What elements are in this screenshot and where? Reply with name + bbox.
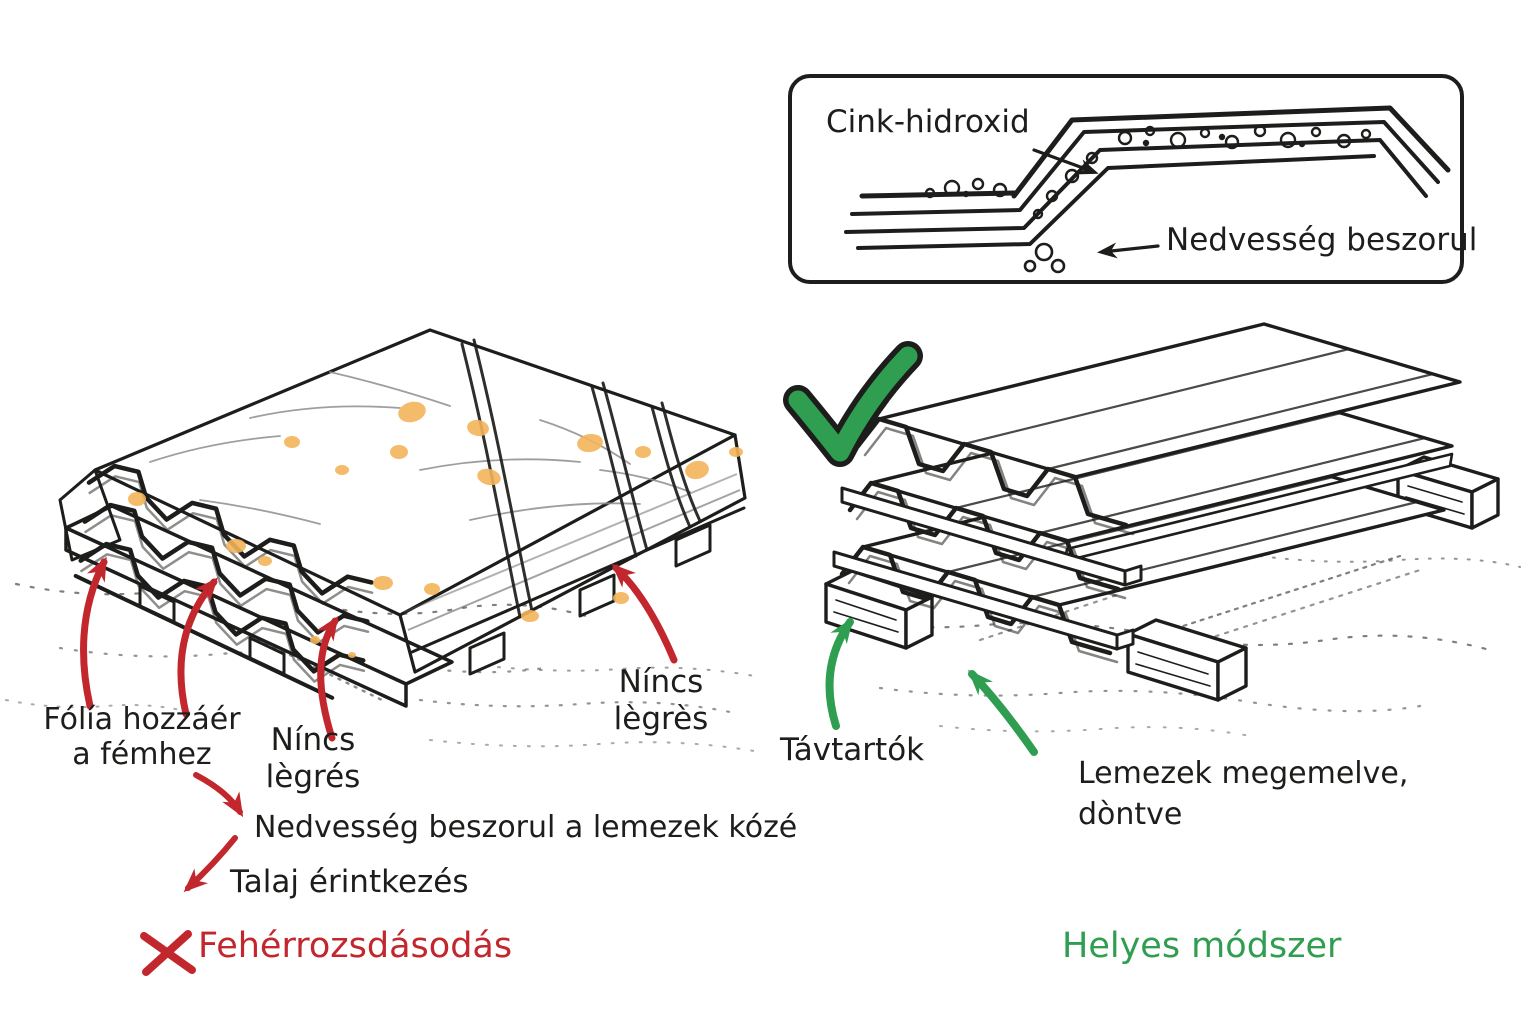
moisture-bubbles [924,124,1372,220]
solution-arrows [825,617,1038,756]
ground-contact-label: Talaj érintkezés [230,864,469,900]
sheet-seam-cross-section [844,105,1451,250]
no-airgap-left-line2: lègrés [265,758,361,795]
correct-verdict-label: Helyes módszer [1062,926,1342,966]
moisture-arrow [1097,242,1160,259]
sheet-middle [847,386,1454,600]
white-rust-spots [128,401,743,658]
spacer-batten-upper [840,486,1143,587]
inset-moisture-label: Nedvesség beszorul [1166,222,1478,258]
wrong-stack-illustration [5,328,761,753]
sheets-raised-line2: dòntve [1078,796,1183,832]
check-icon [783,341,923,467]
foil-touches-line1: Fólía hozzáér [43,702,241,737]
spacer-batten-lower [832,550,1135,651]
wrong-verdict-label: Fehérrozsdásodás [198,926,513,966]
problem-arrows [80,556,678,893]
spacers-label: Távtartók [780,732,925,768]
no-airgap-right-line1: Níncs [618,664,704,700]
foil-touches-label: Fólía hozzáér a fémhez [36,702,248,773]
foil-touches-line2: a fémhez [72,737,212,773]
no-airgap-right-line2: lègrès [613,700,709,737]
support-block-left [824,569,934,650]
correct-stack-illustration [824,322,1521,737]
no-airgap-left-line1: Níncs [270,722,356,758]
x-icon [140,930,196,976]
zinc-arrow [1032,148,1099,175]
sheet-stack-edges [73,463,374,700]
no-airgap-left-label: Níncs lègrés [252,722,374,795]
no-airgap-right-label: Níncs lègrès [598,664,724,737]
water-droplets [1023,242,1066,274]
sheet-top [855,322,1462,536]
support-block-middle [1126,618,1248,702]
inset-zinc-label: Cink-hidroxid [826,104,1030,140]
sheets-raised-label: Lemezek megemelve, dòntve [1078,754,1408,835]
strap-bands [460,338,702,619]
moisture-trapped-label: Nedvesség beszorul a lemezek kózé [254,810,798,845]
sheets-raised-line1: Lemezek megemelve, [1078,756,1409,791]
inset-cross-section [788,74,1464,284]
